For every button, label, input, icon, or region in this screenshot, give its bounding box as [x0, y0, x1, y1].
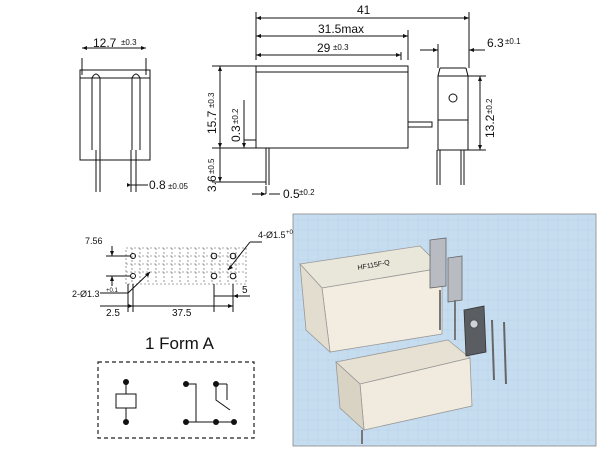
dim-pitch-right: 5 — [242, 285, 248, 296]
pcb-layout — [100, 241, 262, 312]
dim-pin-offset: 0.5 — [283, 187, 300, 201]
coil-symbol — [115, 393, 137, 409]
dim-pin-thickness-tol: ±0.05 — [168, 182, 189, 191]
dim-terminal-height: 13.2 — [483, 114, 497, 138]
dim-pin-length-tol: ±0.5 — [207, 158, 216, 174]
dim-row-spacing: 7.56 — [85, 236, 103, 246]
relay-photo: HF115F-Q — [292, 213, 597, 447]
dim-side-width-tol: ±0.3 — [121, 38, 137, 47]
dim-terminal-height-tol: ±0.2 — [485, 98, 494, 114]
schematic-title: 1 Form A — [145, 334, 215, 353]
dim-terminal-width-tol: ±0.1 — [505, 37, 521, 46]
dim-small-holes: 2-Ø1.3 — [72, 289, 100, 299]
dim-large-holes: 4-Ø1.5 — [258, 230, 286, 240]
dim-small-holes-tol: +0.1 — [106, 288, 119, 294]
dim-pin-thickness: 0.8 — [149, 178, 166, 192]
dim-pin-offset-tol: ±0.2 — [299, 188, 315, 197]
dim-body-height: 15.7 — [205, 110, 219, 134]
dim-body-length-max: 31.5max — [318, 22, 364, 36]
dim-large-holes-tol: +0.1 — [286, 230, 299, 236]
side-view — [79, 46, 151, 192]
dim-pitch-main: 37.5 — [172, 308, 192, 319]
front-view — [212, 12, 486, 196]
dim-side-width: 12.7 — [93, 36, 117, 50]
dim-pitch-small: 2.5 — [106, 308, 120, 319]
dim-body-length-tol: ±0.3 — [333, 43, 349, 52]
dim-pin-length: 3.6 — [205, 175, 219, 192]
dim-terminal-width: 6.3 — [487, 36, 504, 50]
dim-total-length: 41 — [357, 3, 371, 17]
dim-body-height-tol: ±0.3 — [207, 92, 216, 108]
contact-schematic — [97, 361, 255, 439]
dim-body-length: 29 — [317, 41, 331, 55]
dim-standoff: 0.3 — [229, 125, 243, 142]
dim-standoff-tol: ±0.2 — [231, 108, 240, 124]
